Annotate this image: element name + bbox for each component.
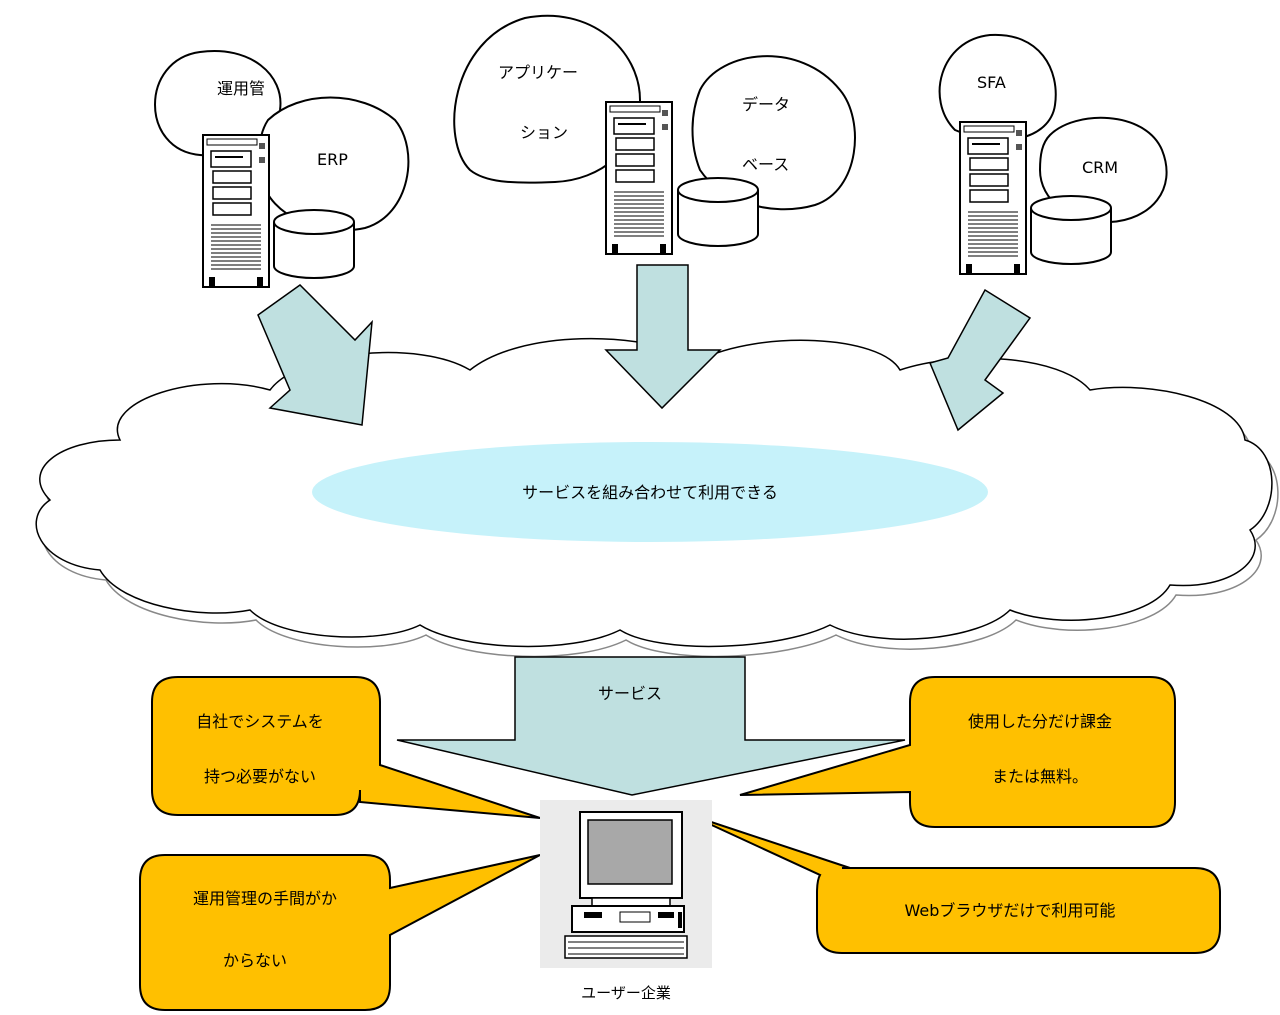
bubble-label-unyou: 運用管	[217, 79, 265, 98]
callout-top-left-line2: 持つ必要がない	[204, 767, 316, 786]
callout-top-right: 使用した分だけ課金 または無料。	[739, 676, 1176, 828]
server-tower-icon	[959, 121, 1027, 275]
arrow-from-sfa	[928, 288, 1032, 432]
callout-top-right-line1: 使用した分だけ課金	[968, 712, 1112, 731]
server-tower-icon	[605, 101, 673, 255]
database-icon	[273, 209, 355, 279]
bubble-label-db-1: データ	[742, 95, 790, 114]
bubble-database	[691, 55, 856, 211]
callout-bottom-right-line1: Webブラウザだけで利用可能	[905, 901, 1116, 920]
arrow-from-app	[604, 264, 722, 410]
bubble-label-sfa: SFA	[977, 73, 1006, 92]
bubble-label-erp: ERP	[317, 150, 348, 169]
service-arrow: サービス	[396, 656, 906, 796]
server-group-sfa: SFA CRM	[938, 33, 1168, 275]
user-label: ユーザー企業	[581, 984, 671, 1002]
database-icon	[1030, 195, 1112, 265]
service-arrow-label: サービス	[598, 684, 662, 703]
bubble-application	[453, 14, 642, 184]
incoming-arrows	[257, 264, 1032, 432]
bubble-label-crm: CRM	[1082, 158, 1118, 177]
cloud-service-ellipse	[312, 442, 988, 542]
callout-bottom-left-line1: 運用管理の手間がか	[193, 889, 337, 908]
bubble-label-app-2: ション	[520, 123, 568, 142]
server-group-erp: 運用管 ERP	[154, 50, 410, 288]
computer-icon	[564, 811, 688, 959]
callout-bottom-right: Webブラウザだけで利用可能	[689, 814, 1221, 954]
database-icon	[677, 177, 759, 247]
server-group-app: アプリケー ション データ ベース	[453, 14, 856, 255]
bubble-label-db-2: ベース	[742, 155, 789, 174]
callout-top-right-line2: または無料。	[992, 767, 1088, 786]
cloud-label: サービスを組み合わせて利用できる	[522, 483, 778, 502]
callout-top-left-line1: 自社でシステムを	[196, 712, 324, 731]
callout-bottom-left-line2: からない	[223, 951, 287, 970]
arrow-from-erp	[257, 284, 373, 426]
user-computer: ユーザー企業	[540, 800, 712, 1002]
bubble-label-app-1: アプリケー	[498, 63, 578, 82]
callout-top-left: 自社でシステムを 持つ必要がない	[151, 676, 541, 819]
server-tower-icon	[202, 134, 270, 288]
callout-bottom-left: 運用管理の手間がか からない	[139, 854, 541, 1011]
